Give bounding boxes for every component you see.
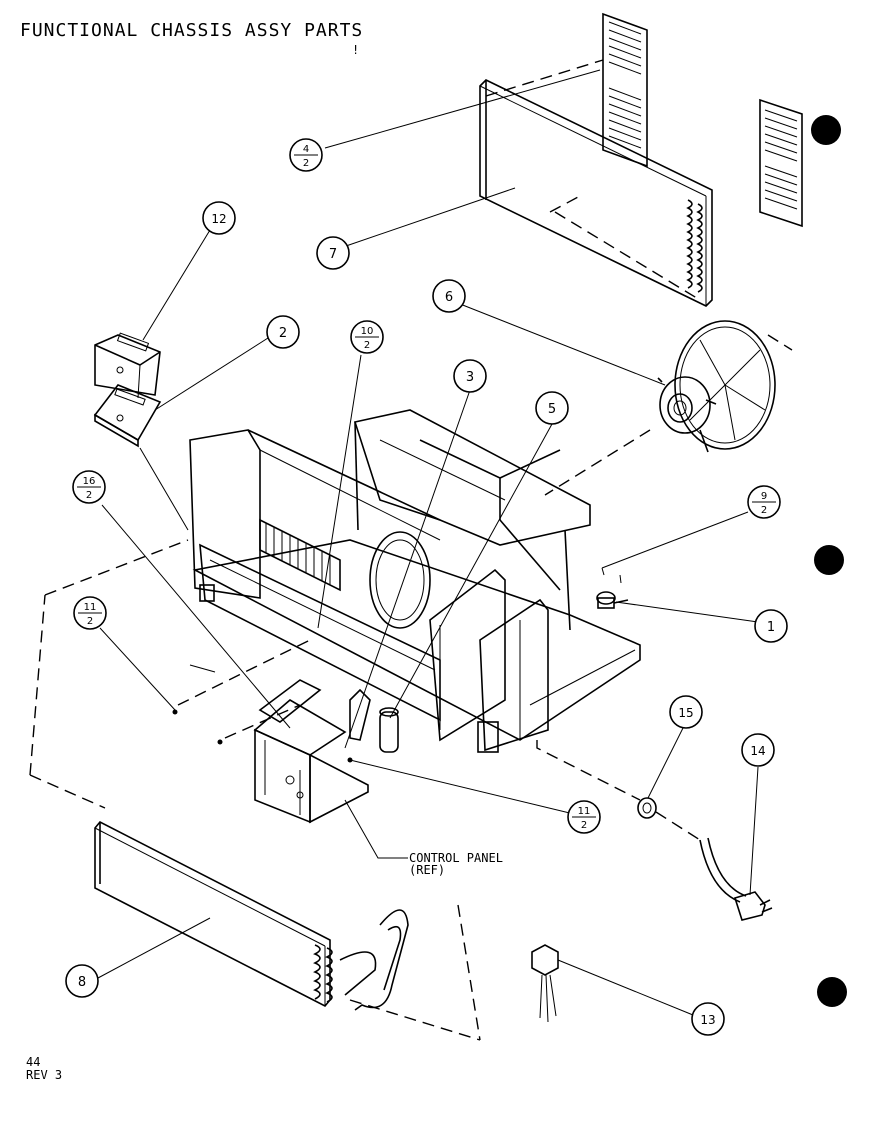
svg-text:13: 13 bbox=[700, 1013, 715, 1027]
svg-text:2: 2 bbox=[581, 820, 587, 831]
svg-text:8: 8 bbox=[78, 975, 86, 990]
svg-text:4: 4 bbox=[303, 144, 309, 155]
diagram-title: FUNCTIONAL CHASSIS ASSY PARTS bbox=[20, 20, 363, 41]
svg-text:3: 3 bbox=[466, 370, 474, 385]
callout-4-2: 4 2 bbox=[289, 138, 323, 172]
callout-11-2-left: 11 2 bbox=[73, 596, 107, 630]
power-cord bbox=[699, 837, 773, 921]
svg-text:2: 2 bbox=[761, 505, 767, 516]
callout-13: 13 bbox=[691, 1002, 725, 1036]
control-panel bbox=[253, 679, 369, 824]
svg-text:2: 2 bbox=[279, 326, 287, 341]
chassis-base bbox=[189, 409, 641, 753]
callout-10-2: 10 2 bbox=[350, 320, 384, 354]
callout-5: 5 bbox=[535, 391, 569, 425]
svg-text:11: 11 bbox=[84, 602, 97, 613]
svg-text:11: 11 bbox=[578, 806, 591, 817]
evaporator-coil bbox=[94, 820, 409, 1011]
svg-text:2: 2 bbox=[86, 490, 92, 501]
callout-3: 3 bbox=[453, 359, 487, 393]
callout-16-2: 16 2 bbox=[72, 470, 106, 504]
condenser-coil bbox=[479, 79, 713, 307]
svg-text:16: 16 bbox=[83, 476, 96, 487]
revision-label: REV 3 bbox=[26, 1068, 63, 1082]
title-mark: ! bbox=[352, 43, 360, 57]
svg-text:5: 5 bbox=[548, 402, 556, 417]
callout-1: 1 bbox=[754, 609, 788, 643]
control-plate bbox=[93, 384, 162, 448]
diagram-title-text: FUNCTIONAL CHASSIS ASSY PARTS bbox=[20, 20, 364, 41]
svg-text:6: 6 bbox=[445, 290, 453, 305]
control-panel-label: CONTROL PANEL (REF) bbox=[409, 852, 503, 876]
svg-text:14: 14 bbox=[750, 744, 765, 758]
registration-dot-middle bbox=[814, 545, 844, 575]
svg-text:10: 10 bbox=[361, 326, 374, 337]
callout-2: 2 bbox=[266, 315, 300, 349]
callout-14: 14 bbox=[741, 733, 775, 767]
callout-6: 6 bbox=[432, 279, 466, 313]
control-panel-label-line2: (REF) bbox=[409, 863, 446, 877]
fan-motor bbox=[657, 320, 776, 453]
svg-text:2: 2 bbox=[303, 158, 309, 169]
svg-text:12: 12 bbox=[211, 212, 226, 226]
svg-text:1: 1 bbox=[767, 620, 775, 635]
page-footer: 44 REV 3 bbox=[26, 1056, 62, 1082]
svg-text:2: 2 bbox=[364, 340, 370, 351]
registration-dot-bottom bbox=[817, 977, 847, 1007]
cord-clamp bbox=[637, 797, 657, 819]
callout-12: 12 bbox=[202, 201, 236, 235]
grille-left bbox=[602, 12, 648, 168]
thermostat-sensor bbox=[596, 591, 629, 609]
callout-8: 8 bbox=[65, 964, 99, 998]
capacitor bbox=[379, 707, 399, 753]
page-number: 44 bbox=[26, 1055, 41, 1069]
callout-7: 7 bbox=[316, 236, 350, 270]
callout-11-2-right: 11 2 bbox=[567, 800, 601, 834]
leader-lines bbox=[97, 69, 759, 1016]
callout-9-2: 9 2 bbox=[747, 485, 781, 519]
callout-15: 15 bbox=[669, 695, 703, 729]
switch-bracket bbox=[349, 688, 371, 741]
svg-text:2: 2 bbox=[87, 616, 93, 627]
relay bbox=[531, 944, 559, 1023]
control-panel-label-line1: CONTROL PANEL bbox=[409, 851, 503, 865]
grille-right bbox=[759, 98, 803, 228]
svg-text:15: 15 bbox=[678, 706, 693, 720]
svg-text:9: 9 bbox=[761, 491, 767, 502]
svg-text:7: 7 bbox=[329, 247, 337, 262]
registration-dot-top bbox=[811, 115, 841, 145]
